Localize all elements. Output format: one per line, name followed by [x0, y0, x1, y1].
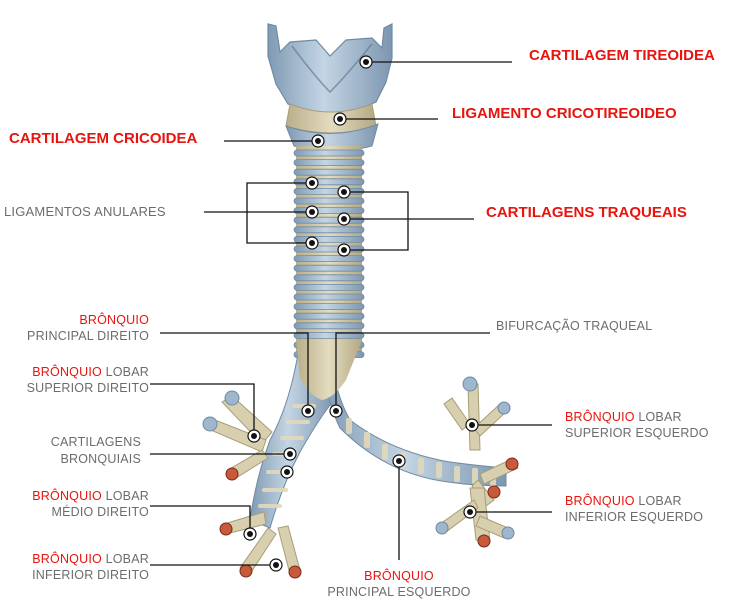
tracheal-ring	[293, 293, 365, 301]
bronchial-ring	[382, 444, 388, 460]
label-bronquio-lobar-superior-esquerdo: BRÔNQUIO LOBAR SUPERIOR ESQUERDO	[565, 409, 709, 441]
bronchial-ring	[436, 462, 442, 478]
label-word-lobar: LOBAR	[101, 365, 149, 379]
label-word-bronquio: BRÔNQUIO	[364, 569, 434, 583]
tracheal-ring	[293, 207, 365, 215]
label-word-lobar: LOBAR	[634, 410, 682, 424]
tracheal-ring	[293, 303, 365, 311]
tracheal-ring	[293, 322, 365, 330]
bronchial-ring	[280, 436, 304, 440]
label-line2: SUPERIOR ESQUERDO	[565, 426, 709, 440]
marker-dot-center	[309, 209, 315, 215]
marker-dot-center	[309, 240, 315, 246]
label-word-bronquio: BRÔNQUIO	[32, 365, 102, 379]
label-line2: PRINCIPAL ESQUERDO	[327, 585, 471, 599]
bronchial-ring	[454, 466, 460, 482]
label-line2: INFERIOR ESQUERDO	[565, 510, 704, 524]
label-bronquio-principal-direito: BRÔNQUIO PRINCIPAL DIREITO	[27, 312, 149, 344]
label-word-lobar: LOBAR	[634, 494, 682, 508]
label-cartilagem-tireoidea: CARTILAGEM TIREOIDEA	[529, 47, 715, 64]
label-bronquio-lobar-inferior-esquerdo: BRÔNQUIO LOBAR INFERIOR ESQUERDO	[565, 493, 703, 525]
bronchial-ring	[364, 432, 370, 448]
bronchial-ring	[262, 488, 288, 492]
tracheal-ring	[293, 312, 365, 320]
main-bronchi	[249, 338, 507, 529]
label-bronquio-lobar-medio-direito: BRÔNQUIO LOBAR MÉDIO DIREITO	[32, 488, 149, 520]
marker-dot-center	[341, 189, 347, 195]
label-word-bronquio: BRÔNQUIO	[32, 552, 102, 566]
leader-lines	[150, 61, 552, 566]
bronchial-ring	[472, 468, 478, 484]
marker-dot-center	[315, 138, 321, 144]
bronchial-ring	[258, 504, 282, 508]
label-line2: INFERIOR DIREITO	[32, 568, 149, 582]
label-bronquio-lobar-inferior-direito: BRÔNQUIO LOBAR INFERIOR DIREITO	[32, 551, 149, 583]
marker-dot-center	[247, 531, 253, 537]
label-ligamento-cricotireoideo: LIGAMENTO CRICOTIREOIDEO	[452, 105, 677, 122]
label-line1: CARTILAGENS	[50, 435, 141, 449]
label-word-lobar: LOBAR	[101, 489, 149, 503]
label-word-bronquio: BRÔNQUIO	[79, 313, 149, 327]
tracheal-ring	[293, 264, 365, 272]
label-line2: BRONQUIAIS	[60, 452, 141, 466]
tracheal-ring	[293, 226, 365, 234]
tracheal-ring	[293, 178, 365, 186]
label-word-bronquio: BRÔNQUIO	[565, 494, 635, 508]
bronchial-ring	[346, 418, 352, 434]
tracheal-ring	[293, 331, 365, 339]
tracheal-ring	[293, 149, 365, 157]
label-word-bronquio: BRÔNQUIO	[32, 489, 102, 503]
marker-dot-center	[273, 562, 279, 568]
marker-dot-center	[396, 458, 402, 464]
marker-dot-center	[333, 408, 339, 414]
tracheal-ring	[293, 168, 365, 176]
tracheal-ring	[293, 235, 365, 243]
label-line2: MÉDIO DIREITO	[51, 505, 149, 519]
label-line2: PRINCIPAL DIREITO	[27, 329, 149, 343]
thyroid-cartilage	[267, 23, 393, 115]
tracheal-ring	[293, 159, 365, 167]
tracheal-ring	[293, 283, 365, 291]
label-line2: SUPERIOR DIREITO	[26, 381, 149, 395]
marker-dot-center	[251, 433, 257, 439]
tracheal-ring	[293, 197, 365, 205]
marker-dots	[243, 55, 479, 572]
trachea	[293, 146, 365, 359]
marker-dot-center	[467, 509, 473, 515]
tracheal-ring	[293, 245, 365, 253]
marker-dot-center	[287, 451, 293, 457]
label-word-bronquio: BRÔNQUIO	[565, 410, 635, 424]
tracheal-ring	[293, 216, 365, 224]
label-word-lobar: LOBAR	[101, 552, 149, 566]
bronchial-ring	[286, 420, 310, 424]
marker-dot-center	[469, 422, 475, 428]
marker-dot-center	[341, 247, 347, 253]
label-bronquio-principal-esquerdo: BRÔNQUIO PRINCIPAL ESQUERDO	[324, 568, 474, 600]
tracheal-ring	[293, 255, 365, 263]
label-cartilagem-cricoidea: CARTILAGEM CRICOIDEA	[9, 130, 198, 147]
marker-dot-center	[363, 59, 369, 65]
label-cartilagens-bronquiais: CARTILAGENS BRONQUIAIS	[51, 434, 141, 468]
marker-dot-center	[341, 216, 347, 222]
label-ligamentos-anulares: LIGAMENTOS ANULARES	[4, 204, 166, 219]
label-bifurcacao-traqueal: BIFURCAÇÃO TRAQUEAL	[496, 319, 653, 333]
marker-dot-center	[309, 180, 315, 186]
label-cartilagens-traqueais: CARTILAGENS TRAQUEAIS	[486, 204, 687, 221]
tracheal-ring	[293, 274, 365, 282]
label-bronquio-lobar-superior-direito: BRÔNQUIO LOBAR SUPERIOR DIREITO	[27, 364, 149, 396]
bronchial-ring	[418, 458, 424, 474]
marker-dot-center	[337, 116, 343, 122]
right-lobar-bronchi	[202, 390, 302, 579]
marker-dot-center	[305, 408, 311, 414]
marker-dot-center	[284, 469, 290, 475]
